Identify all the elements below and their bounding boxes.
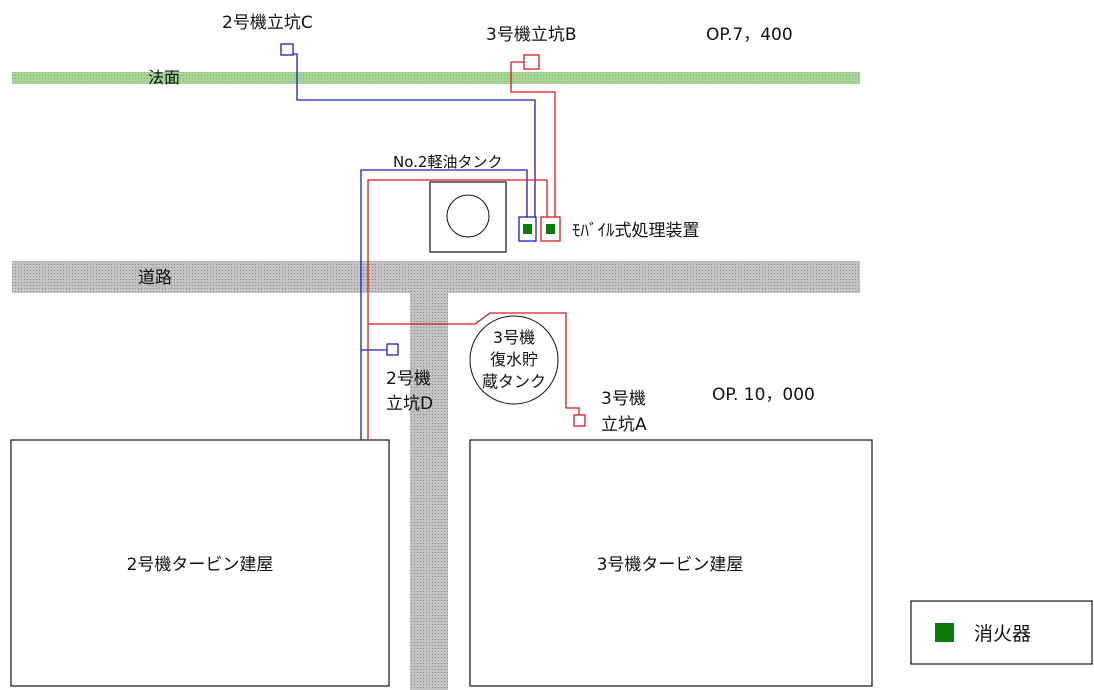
shaft-3b-marker [523, 54, 540, 70]
op-upper-label: OP.7，400 [706, 25, 793, 45]
shaft-2d-marker [386, 343, 399, 356]
slope-label: 法面 [148, 68, 180, 87]
turbine-building-2-label: 2号機タービン建屋 [127, 555, 274, 575]
turbine-building-2 [10, 439, 390, 687]
extinguisher-marker-2 [546, 224, 555, 234]
shaft-3a-label-line1: 3号機 [601, 389, 646, 409]
turbine-building-3-label: 3号機タービン建屋 [597, 555, 744, 575]
condensate-tank-label-line1: 3号機 [493, 328, 535, 347]
shaft-3b-label: 3号機立坑B [486, 25, 576, 45]
condensate-tank-label-line2: 復水貯 [490, 350, 538, 369]
condensate-tank-label-line3: 蔵タンク [482, 372, 546, 391]
shaft-3a-marker [573, 414, 586, 427]
diesel-tank-circle [446, 194, 490, 238]
legend-extinguisher-label: 消火器 [974, 623, 1031, 645]
extinguisher-marker-1 [523, 224, 532, 234]
shaft-2d-label-line1: 2号機 [386, 369, 431, 389]
shaft-2c-label: 2号機立坑C [222, 13, 313, 33]
road-band [12, 261, 860, 293]
mobile-unit-label: ﾓﾊﾞｲﾙ式処理装置 [572, 221, 700, 241]
shaft-2c-marker [280, 43, 294, 56]
legend: 消火器 [910, 600, 1093, 665]
red-pipe-lines [367, 61, 580, 440]
shaft-2d-label-line2: 立坑D [386, 394, 433, 414]
road-vertical [410, 293, 448, 690]
blue-pipe-lines [288, 53, 536, 440]
road-label: 道路 [138, 268, 172, 288]
op-lower-label: OP. 10，000 [712, 385, 815, 405]
shaft-3a-label-line2: 立坑A [601, 415, 647, 435]
slope-band [12, 72, 860, 84]
turbine-building-3 [469, 439, 873, 687]
diesel-tank-label: No.2軽油タンク [393, 153, 502, 171]
condensate-storage-tank [469, 315, 559, 405]
legend-extinguisher-swatch [935, 623, 954, 642]
